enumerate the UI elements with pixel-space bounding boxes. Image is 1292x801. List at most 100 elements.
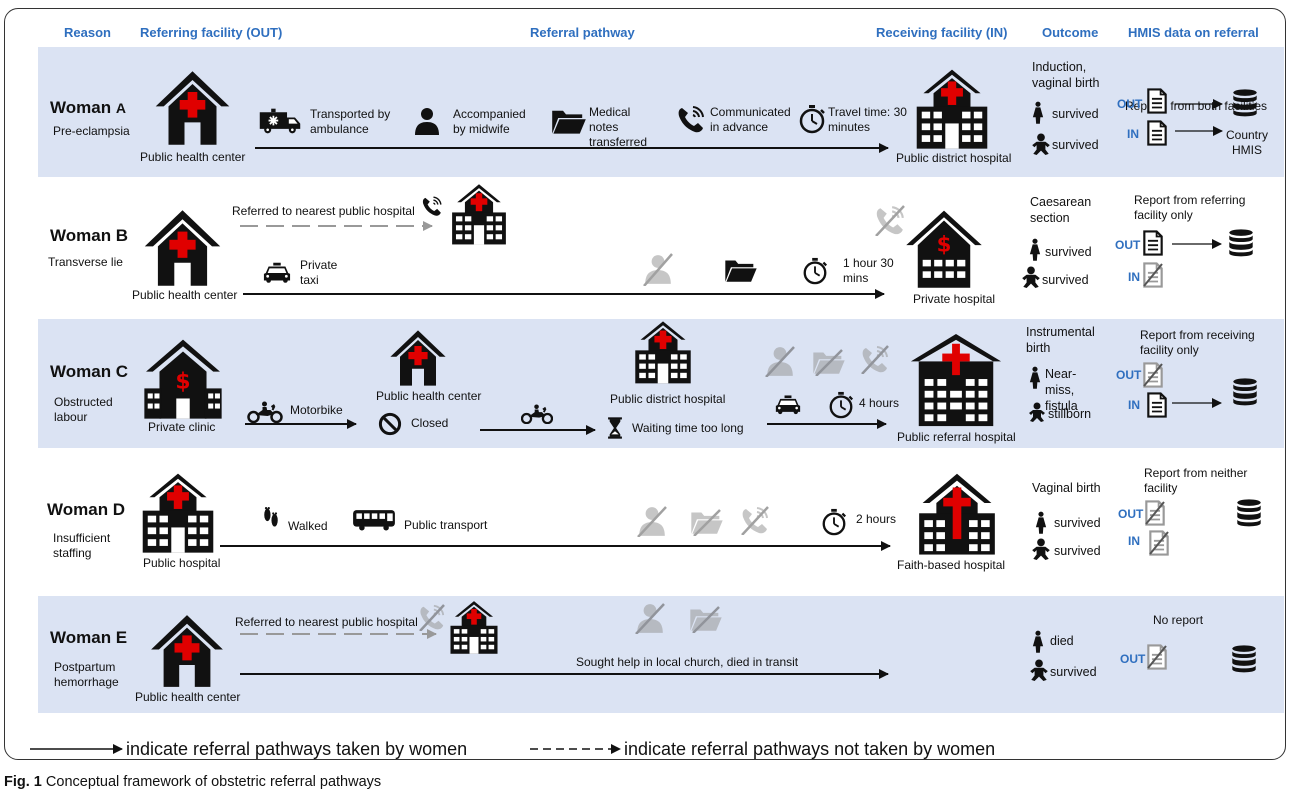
mother-icon xyxy=(1028,238,1042,262)
woman-c-reason: Obstructed labour xyxy=(54,395,113,424)
woman-a-destination: Public district hospital xyxy=(896,151,1012,165)
legend-taken: indicate referral pathways taken by wome… xyxy=(126,739,468,759)
woman-c-closed: Closed xyxy=(411,416,449,430)
baby-icon xyxy=(1030,538,1052,560)
public-health-center-icon xyxy=(135,207,230,289)
woman-c-baby-outcome: stillborn xyxy=(1048,407,1092,421)
footprints-icon xyxy=(262,506,280,530)
database-icon xyxy=(1231,643,1257,675)
phone-icon xyxy=(676,104,706,134)
hmis-a-in: IN xyxy=(1127,127,1139,141)
hmis-c-out: OUT xyxy=(1116,368,1142,382)
woman-d-baby-outcome: survived xyxy=(1054,544,1101,558)
bus-icon xyxy=(352,509,396,531)
woman-a-mother-outcome: survived xyxy=(1052,107,1099,121)
midwife-icon-absent xyxy=(635,603,665,634)
mother-icon xyxy=(1034,511,1048,535)
private-hospital-icon xyxy=(903,208,985,292)
ambulance-icon xyxy=(258,107,302,135)
out-report-icon-absent xyxy=(1142,362,1164,388)
hmis-c-in: IN xyxy=(1128,398,1140,412)
folder-icon-absent xyxy=(812,349,846,376)
baby-icon xyxy=(1028,659,1050,681)
woman-d-walked: Walked xyxy=(288,519,328,533)
woman-b-referred: Referred to nearest public hospital xyxy=(232,204,415,218)
woman-c-mother-outcome: Near-miss, fistula xyxy=(1045,367,1078,413)
hmis-d-in: IN xyxy=(1128,534,1140,548)
private-clinic-icon xyxy=(134,338,232,422)
public-health-center-icon xyxy=(145,68,240,148)
no-entry-icon xyxy=(378,412,402,436)
legend-not-taken: indicate referral pathways not taken by … xyxy=(624,739,996,759)
database-icon xyxy=(1236,497,1262,529)
header-pathway: Referral pathway xyxy=(530,25,635,40)
woman-d-destination: Faith-based hospital xyxy=(897,558,1006,572)
woman-d-travel: 2 hours xyxy=(856,512,897,526)
mother-icon xyxy=(1031,630,1045,654)
hmis-b-in: IN xyxy=(1128,270,1140,284)
woman-b-origin: Public health center xyxy=(132,288,238,302)
woman-a-notes: Medical notes transferred xyxy=(589,105,648,149)
header-receiving: Receiving facility (IN) xyxy=(876,25,1008,40)
woman-b-travel: 1 hour 30 mins xyxy=(843,256,894,285)
taxi-icon xyxy=(775,395,801,415)
woman-d-outcome: Vaginal birth xyxy=(1032,481,1101,495)
folder-icon xyxy=(724,256,758,284)
woman-c-origin: Private clinic xyxy=(148,420,216,434)
phone-icon xyxy=(421,195,443,217)
woman-d-transport: Public transport xyxy=(404,518,488,532)
woman-d-mother-outcome: survived xyxy=(1054,516,1101,530)
folder-icon xyxy=(551,106,587,136)
woman-a-midwife: Accompanied by midwife xyxy=(453,107,526,136)
baby-icon xyxy=(1027,402,1047,422)
caption-text: Conceptual framework of obstetric referr… xyxy=(45,774,382,790)
woman-b-taxi: Private taxi xyxy=(300,258,338,287)
woman-a-country-hmis: Country HMIS xyxy=(1225,128,1269,157)
row-band-e xyxy=(38,596,1284,713)
phone-icon-absent xyxy=(418,603,446,631)
stopwatch-icon xyxy=(797,104,827,134)
faith-based-hospital-icon xyxy=(912,472,1002,558)
woman-a-origin: Public health center xyxy=(140,150,246,164)
midwife-icon-absent xyxy=(637,506,667,537)
woman-d-origin: Public hospital xyxy=(143,556,221,570)
woman-e-mother-outcome: died xyxy=(1050,634,1074,648)
woman-d-reason: Insufficient staffing xyxy=(53,531,111,560)
baby-icon xyxy=(1030,133,1052,155)
header-reason: Reason xyxy=(64,25,111,40)
header-referring: Referring facility (OUT) xyxy=(140,25,283,40)
database-icon xyxy=(1228,228,1254,258)
woman-a-communicated: Communicated in advance xyxy=(710,105,791,134)
woman-c-label: Woman C xyxy=(50,362,129,381)
out-report-icon-absent xyxy=(1144,500,1166,526)
hmis-d-out: OUT xyxy=(1118,507,1144,521)
woman-d-label: Woman D xyxy=(47,500,126,519)
woman-b-reason: Transverse lie xyxy=(48,255,123,269)
caption-label: Fig. 1 xyxy=(4,774,42,790)
woman-c-stop2: Public district hospital xyxy=(610,392,726,406)
midwife-icon xyxy=(412,104,442,138)
woman-e-reason: Postpartum hemorrhage xyxy=(54,660,119,689)
database-icon xyxy=(1232,376,1258,408)
figure-frame xyxy=(4,8,1286,760)
in-report-icon-absent xyxy=(1142,262,1164,288)
woman-c-destination: Public referral hospital xyxy=(897,430,1016,444)
phone-icon-absent xyxy=(740,505,770,535)
phone-icon-absent xyxy=(860,344,890,374)
stopwatch-icon xyxy=(801,257,829,285)
woman-e-baby-outcome: survived xyxy=(1050,665,1097,679)
baby-icon xyxy=(1020,266,1042,288)
phone-icon-absent xyxy=(874,205,905,236)
public-hospital-icon xyxy=(446,598,502,658)
public-health-center-icon xyxy=(380,328,456,388)
woman-e-referred: Referred to nearest public hospital xyxy=(235,615,418,629)
database-icon xyxy=(1232,88,1258,118)
woman-c-stop1: Public health center xyxy=(376,389,482,403)
out-report-icon-absent xyxy=(1146,644,1168,670)
woman-a-label: Woman A xyxy=(50,98,126,117)
woman-e-sought: Sought help in local church, died in tra… xyxy=(576,655,799,669)
woman-c-travel: 4 hours xyxy=(859,396,900,410)
woman-c-motorbike: Motorbike xyxy=(290,403,343,417)
folder-icon-absent xyxy=(690,509,724,536)
